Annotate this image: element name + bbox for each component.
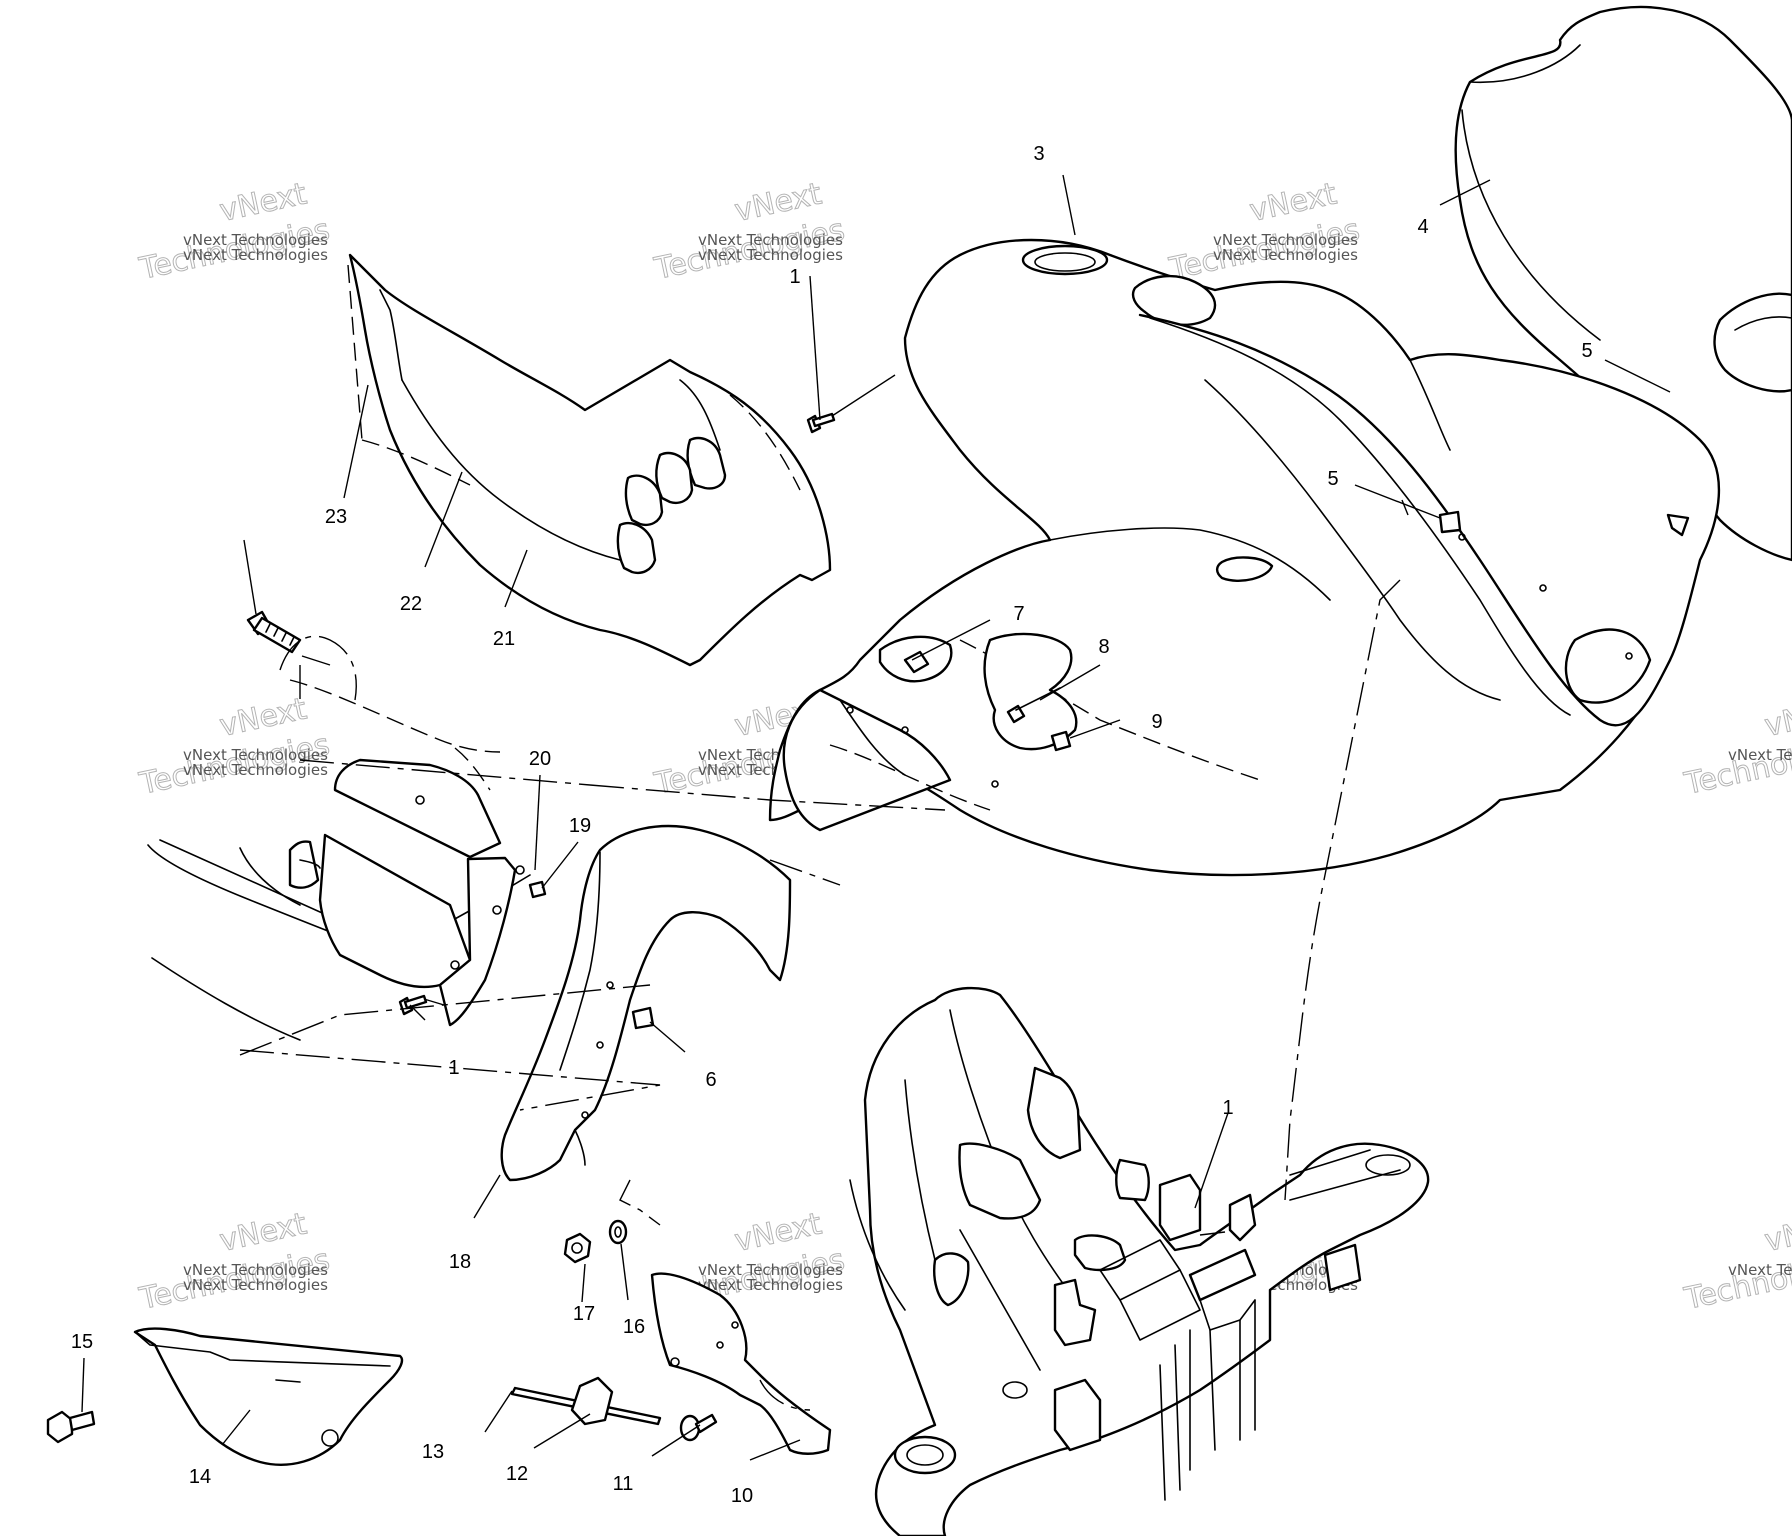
fastener-1-screw-left (398, 994, 428, 1016)
watermark-text: vNext Technologies (1728, 1261, 1792, 1279)
fastener-5-nut-top (1438, 510, 1462, 534)
part-17-fender-flare (500, 824, 792, 1182)
callout-15: 16 (623, 1316, 645, 1338)
callout-7: 8 (1098, 636, 1109, 658)
watermark-text: vNext Technologies (183, 746, 328, 764)
callout-17: 18 (449, 1251, 471, 1273)
callout-1: 1 (448, 1057, 459, 1079)
watermark-brand: vNext (1762, 691, 1792, 744)
callout-6: 7 (1013, 603, 1024, 625)
watermark-text: vNext Technologies (1213, 246, 1358, 264)
part-23-bolt (246, 610, 302, 654)
fastener-7-pin (1006, 687, 1061, 724)
callout-2: 3 (1033, 143, 1044, 165)
callout-8: 9 (1151, 711, 1162, 733)
callout-14: 15 (71, 1331, 93, 1353)
callout-13: 14 (189, 1466, 211, 1488)
fastener-18-19 (515, 865, 547, 899)
watermark-brand: vNext (1762, 1206, 1792, 1259)
watermark-text: vNext Technologies (183, 246, 328, 264)
fastener-11-12-clip (510, 1376, 662, 1426)
fastener-14-bolt (46, 1410, 96, 1444)
part-3-seat-cover (1454, 5, 1792, 562)
watermark-text: vNext Technologies (1728, 746, 1792, 764)
part-9-bracket (650, 1272, 832, 1455)
fastener-4-clip (1666, 513, 1690, 537)
watermark-text: vNext Technologies (183, 1276, 328, 1294)
fastener-10-screw (679, 1413, 718, 1442)
watermark-text: vNext Technologies (698, 246, 843, 264)
callout-19: 20 (529, 748, 551, 770)
callout-16: 17 (573, 1303, 595, 1325)
fastener-6-screw (903, 650, 930, 674)
fastener-5-nut-left (631, 1006, 655, 1030)
fastener-15-washer (608, 1219, 628, 1245)
callout-1: 1 (789, 266, 800, 288)
watermark-text: vNext Technologies (183, 231, 328, 249)
watermark-text: vNext Technologies (183, 761, 328, 779)
fastener-8-nut (1050, 730, 1072, 752)
watermark-text: vNext Technologies (698, 231, 843, 249)
callout-5: 5 (1327, 468, 1338, 490)
leader-lines (81, 174, 1671, 1461)
callout-22: 23 (325, 506, 347, 528)
watermark-text: vNext Technologies (698, 1276, 843, 1294)
callout-1: 1 (1222, 1097, 1233, 1119)
alignment-lines (239, 374, 1401, 1411)
callout-9: 10 (731, 1485, 753, 1507)
watermark-text: vNext Technologies (183, 1261, 328, 1279)
part-2-front-fender (768, 238, 1721, 877)
callout-10: 11 (613, 1473, 634, 1495)
callout-20: 21 (493, 628, 515, 650)
callout-5: 6 (705, 1069, 716, 1091)
fastener-16-nut (563, 1232, 592, 1264)
watermark-text: vNext Technologies (698, 1261, 843, 1279)
callout-21: 22 (400, 593, 422, 615)
callout-3: 4 (1417, 216, 1428, 238)
callout-18: 19 (569, 815, 591, 837)
main-frame (849, 986, 1430, 1536)
callout-12: 13 (422, 1441, 444, 1463)
part-13-shield (133, 1327, 404, 1466)
callout-4: 5 (1581, 340, 1592, 362)
fastener-1-screw-top (806, 412, 836, 434)
callout-labels: 3 4 5 5 7 8 9 1 22 21 23 20 19 1 6 18 17… (71, 143, 1593, 1507)
part-20-footwell-panel (347, 253, 832, 667)
callout-11: 12 (506, 1463, 528, 1485)
part-floorboard-left (147, 679, 531, 1041)
watermark-text: vNext Technologies (1213, 231, 1358, 249)
